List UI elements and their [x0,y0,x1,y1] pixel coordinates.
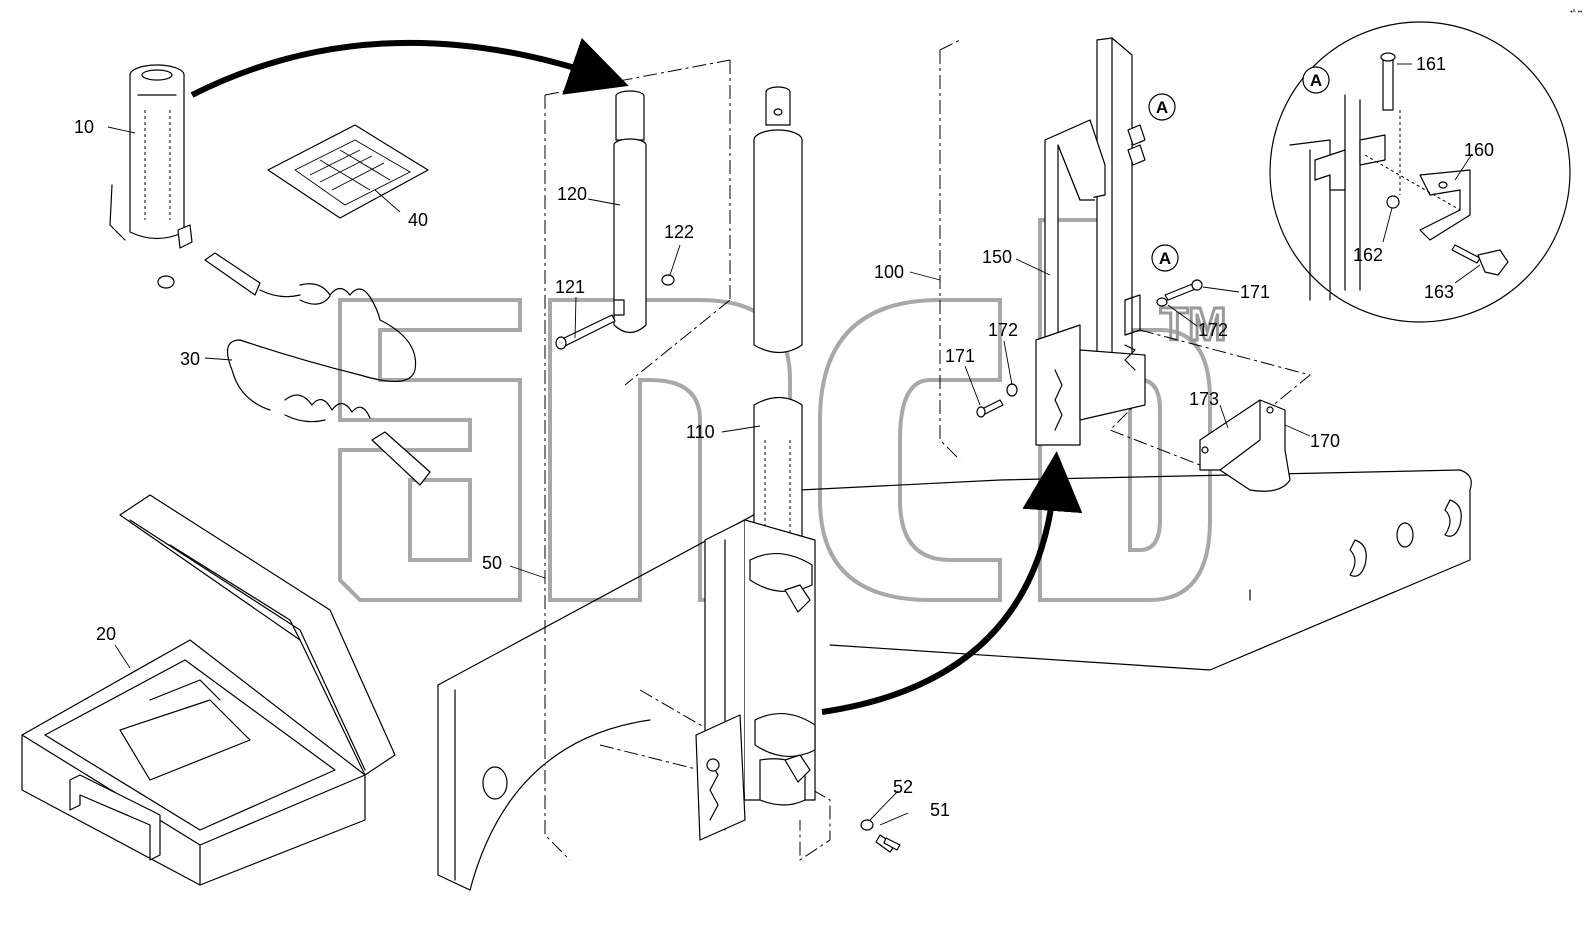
fasteners-121-122 [555,274,675,350]
label-172-left: 172 [988,320,1018,340]
arrow-to-tube [190,37,629,98]
callout-a-2: A [1151,244,1179,272]
label-172-right: 172 [1198,320,1228,340]
callout-a-1: A [1148,93,1176,121]
watermark-trademark: TM [1160,298,1226,350]
label-121: 121 [555,277,585,297]
label-162: 162 [1353,245,1383,265]
callout-a-detail-text: A [1310,71,1322,90]
label-110: 110 [686,422,715,442]
bracket-170 [1199,399,1291,492]
label-40: 40 [408,210,428,230]
label-161: 161 [1416,54,1446,74]
instruction-manual [267,124,429,219]
label-122: 122 [664,222,694,242]
label-171-right: 171 [1240,282,1270,302]
label-120: 120 [557,184,587,204]
label-30: 30 [180,349,200,369]
centerlines [544,39,1381,861]
label-51: 51 [930,800,950,820]
callout-a-detail: A [1302,66,1330,94]
label-163: 163 [1424,282,1454,302]
bracket-150 [1035,37,1146,446]
corner-mark: •ᴬ •• [1570,8,1583,16]
fasteners-51-52 [860,819,901,853]
callout-a-1-text: A [1156,98,1168,117]
frame-rail [437,469,1472,891]
carry-case [21,494,396,886]
rod-120 [613,90,647,334]
mount-assembly [695,519,816,841]
detail-view-a [1269,21,1571,323]
label-160: 160 [1464,140,1494,160]
label-171-left: 171 [945,346,975,366]
label-170: 170 [1310,431,1340,451]
coiled-cable [204,252,431,486]
label-20: 20 [96,624,116,644]
label-100: 100 [874,262,904,282]
part-labels: 10 20 30 40 50 51 52 100 110 120 121 122… [74,54,1494,820]
label-173: 173 [1189,389,1219,409]
label-50: 50 [482,553,502,573]
arrow-to-bracket [821,451,1083,715]
sensor-unit [109,64,193,289]
label-10: 10 [74,117,94,137]
leader-lines [107,63,1481,826]
label-150: 150 [982,247,1012,267]
callout-a-2-text: A [1159,249,1171,268]
tube-110 [753,86,803,700]
label-52: 52 [893,777,913,797]
